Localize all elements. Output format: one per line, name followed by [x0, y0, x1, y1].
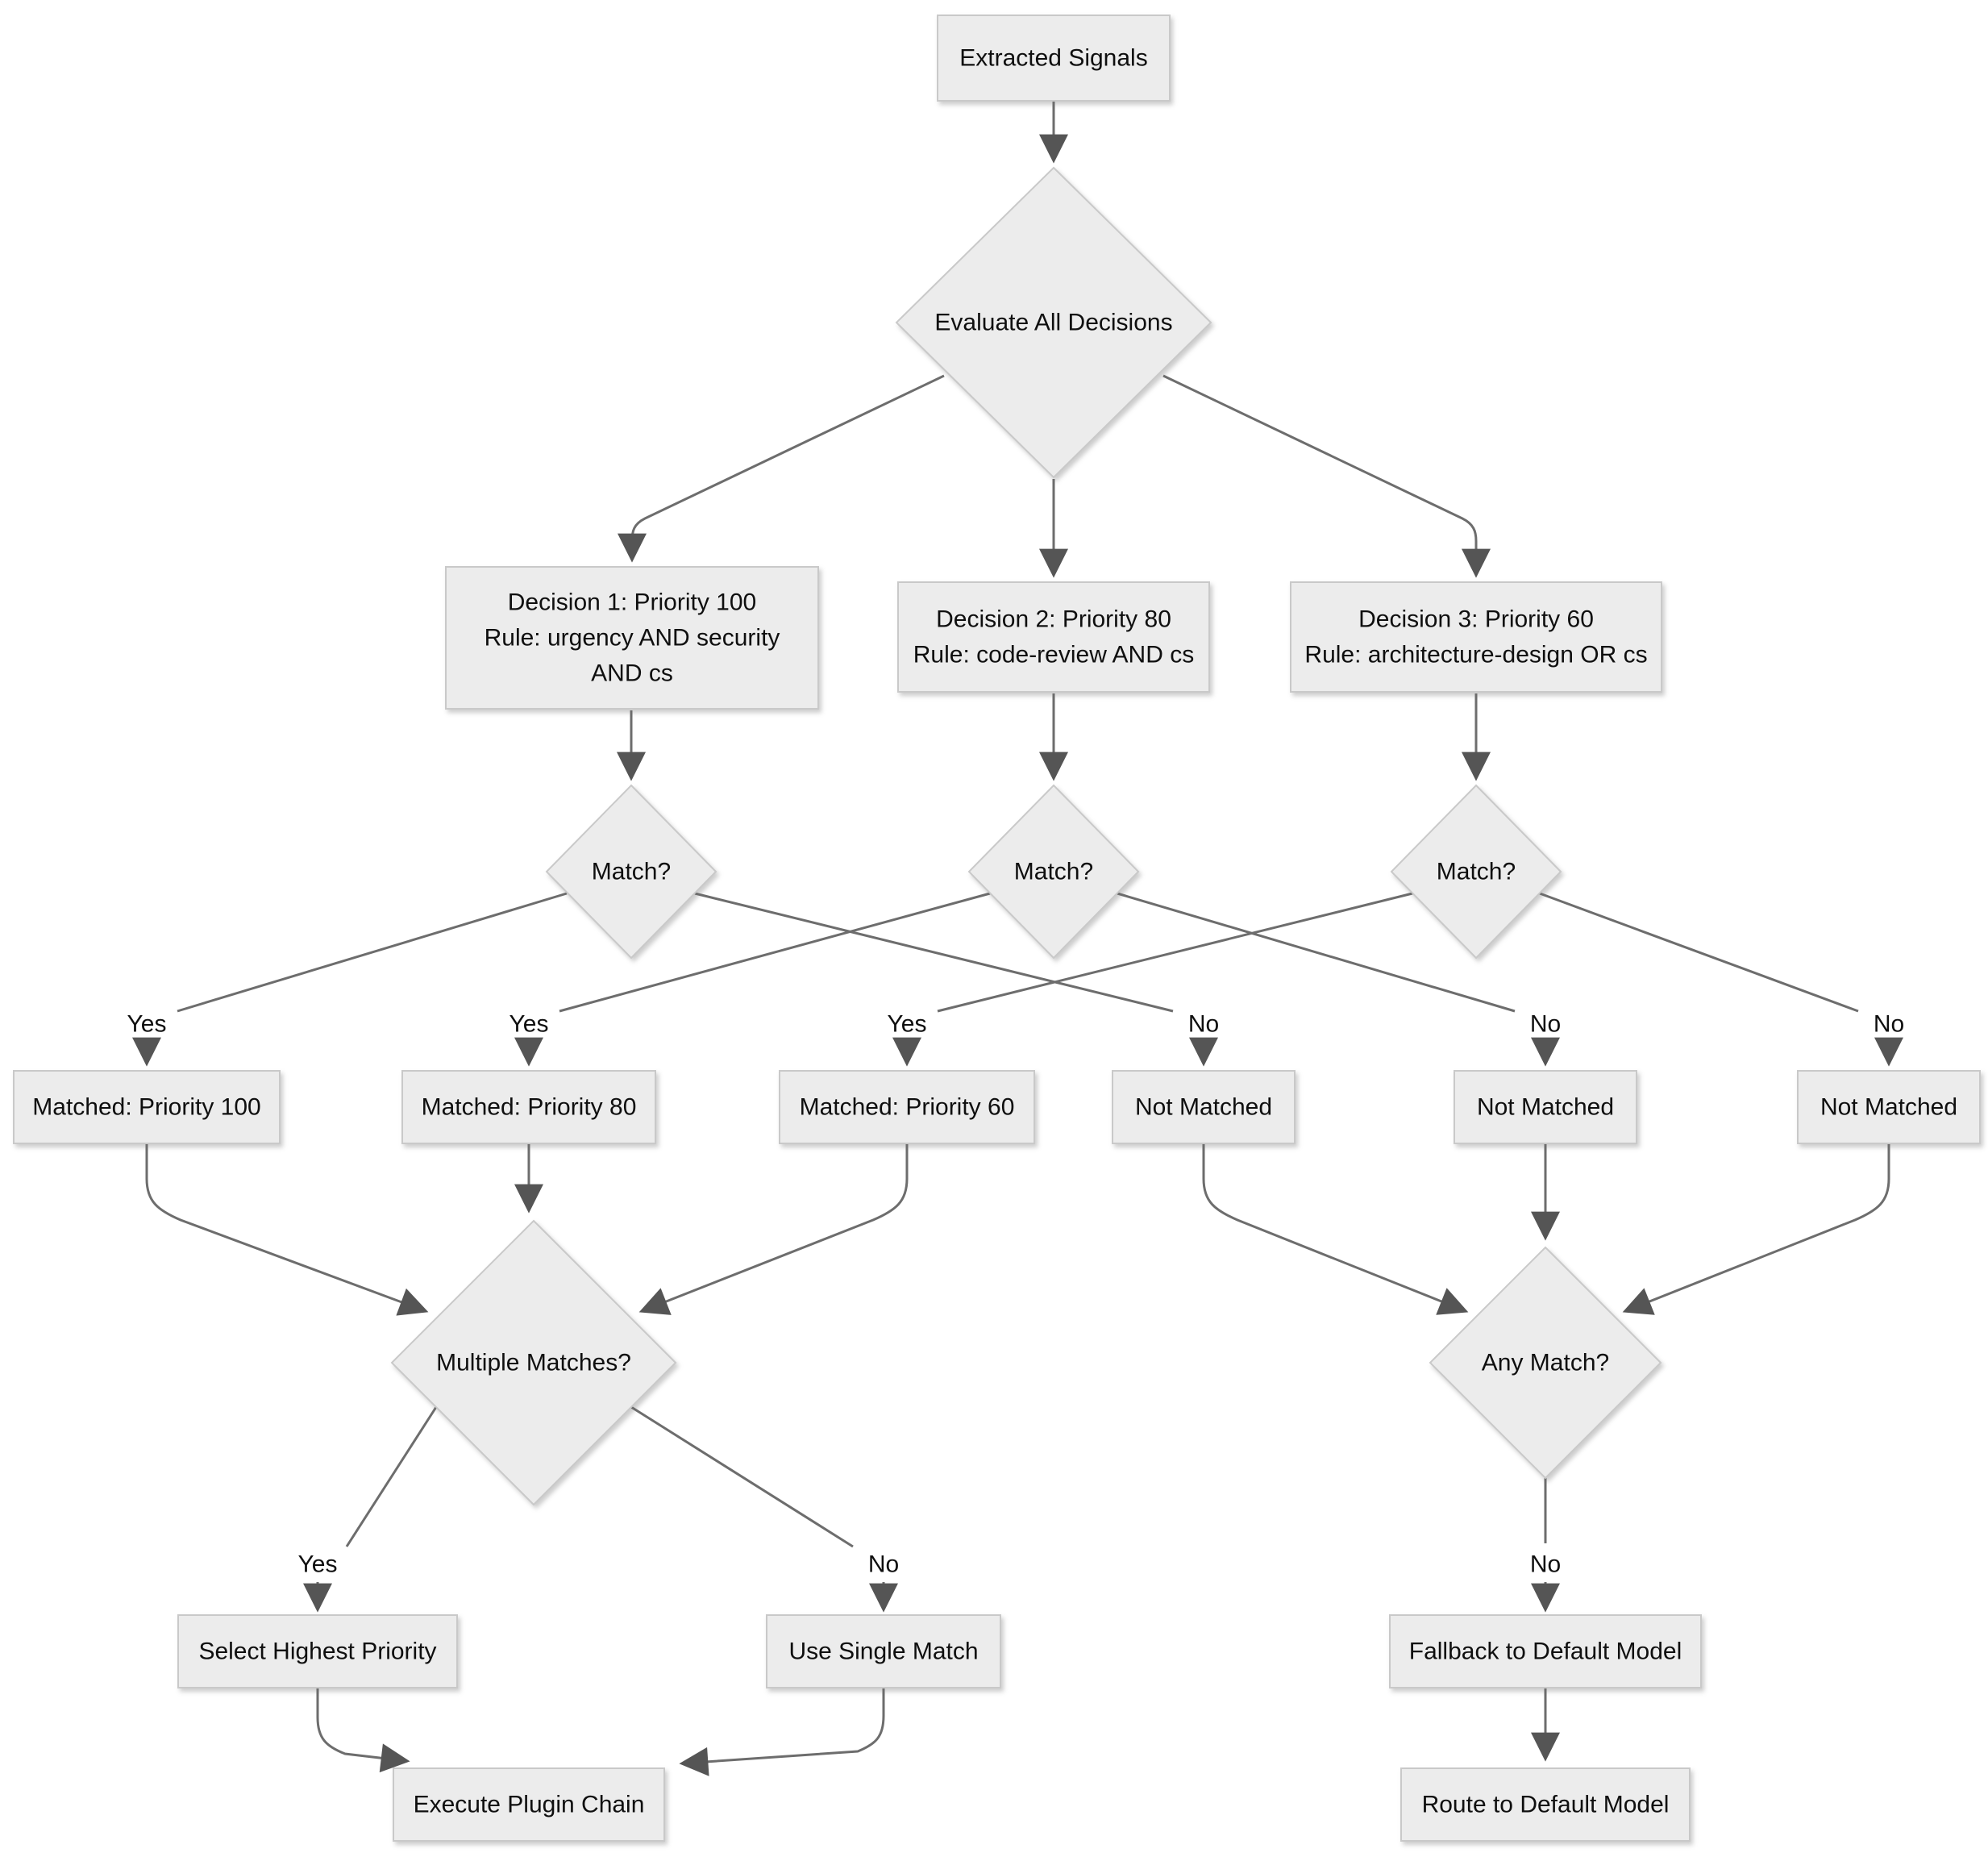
edge-label-match3-no: No	[1874, 1011, 1904, 1038]
node-not-matched-3: Not Matched	[1797, 1070, 1981, 1144]
node-decision1-line3: AND cs	[591, 660, 673, 687]
node-select-highest-priority: Select Highest Priority	[177, 1614, 458, 1688]
node-matched80-label: Matched: Priority 80	[422, 1094, 637, 1121]
node-anymatch-label: Any Match?	[1482, 1350, 1609, 1376]
node-decision1-line2: Rule: urgency AND security	[485, 625, 780, 652]
edge-multiple-yes-diagonal	[345, 1406, 438, 1547]
node-execute-plugin-chain: Execute Plugin Chain	[393, 1767, 665, 1842]
edge-label-match3-yes: Yes	[888, 1011, 927, 1038]
node-multiple-matches-decision: Multiple Matches?	[390, 1219, 677, 1506]
node-match3-label: Match?	[1437, 859, 1516, 885]
node-matched-priority-60: Matched: Priority 60	[779, 1070, 1035, 1144]
node-decision2-line2: Rule: code-review AND cs	[913, 642, 1194, 668]
edge-evaluate-to-decision3	[1162, 374, 1491, 578]
edge-label-match2-yes: Yes	[509, 1011, 549, 1038]
node-match2-label: Match?	[1014, 859, 1093, 885]
node-decision-3: Decision 3: Priority 60 Rule: architectu…	[1290, 581, 1662, 693]
node-notmatched3-label: Not Matched	[1820, 1094, 1957, 1121]
node-decision1-line1: Decision 1: Priority 100	[508, 589, 756, 616]
node-any-match-decision: Any Match?	[1429, 1246, 1662, 1480]
edge-label-match1-no: No	[1188, 1011, 1219, 1038]
node-match3-decision: Match?	[1390, 784, 1562, 960]
edge-label-multiple-no: No	[868, 1551, 899, 1578]
node-not-matched-2: Not Matched	[1454, 1070, 1637, 1144]
node-decision-2: Decision 2: Priority 80 Rule: code-revie…	[897, 581, 1210, 693]
edge-notmatched1-to-anymatch	[1202, 1143, 1469, 1315]
nodes: Extracted Signals Evaluate All Decisions…	[13, 15, 1981, 1842]
edge-label-any-no: No	[1530, 1551, 1561, 1578]
node-match1-label: Match?	[592, 859, 671, 885]
node-fallback-label: Fallback to Default Model	[1409, 1638, 1682, 1665]
edge-label-match1-yes: Yes	[127, 1011, 167, 1038]
edge-match2-no-diagonal	[1117, 892, 1516, 1013]
edge-match3-no-diagonal	[1539, 892, 1859, 1013]
node-matched100-label: Matched: Priority 100	[32, 1094, 260, 1121]
node-route-to-default-model: Route to Default Model	[1400, 1767, 1691, 1842]
node-route-label: Route to Default Model	[1422, 1792, 1670, 1818]
edge-label-multiple-yes: Yes	[298, 1551, 338, 1578]
edge-notmatched3-to-anymatch	[1622, 1143, 1890, 1315]
node-decision-1: Decision 1: Priority 100 Rule: urgency A…	[445, 566, 819, 710]
node-evaluate-all-decisions: Evaluate All Decisions	[895, 166, 1212, 479]
node-decision3-line1: Decision 3: Priority 60	[1358, 606, 1594, 633]
edge-multiple-no-diagonal	[630, 1405, 854, 1548]
node-evaluate-label: Evaluate All Decisions	[934, 310, 1172, 336]
edge-matched100-to-multiple	[145, 1143, 429, 1316]
node-multiple-label: Multiple Matches?	[436, 1350, 631, 1376]
edge-evaluate-to-decision1	[618, 374, 945, 563]
node-extracted-signals-label: Extracted Signals	[959, 45, 1147, 72]
edge-single-to-execute	[679, 1688, 885, 1776]
edge-labels: Yes Yes Yes No No No Yes No No	[127, 1011, 1905, 1578]
edges	[132, 101, 1903, 1776]
edge-matched60-to-multiple	[638, 1143, 909, 1315]
node-select-label: Select Highest Priority	[198, 1638, 436, 1665]
edge-match1-yes-diagonal	[177, 892, 568, 1013]
node-execute-label: Execute Plugin Chain	[414, 1792, 645, 1818]
edge-select-to-execute	[316, 1688, 410, 1773]
node-decision3-line2: Rule: architecture-design OR cs	[1304, 642, 1647, 668]
node-notmatched1-label: Not Matched	[1135, 1094, 1272, 1121]
edge-match3-yes-diagonal	[937, 892, 1413, 1013]
node-extracted-signals: Extracted Signals	[937, 15, 1171, 102]
node-decision2-line1: Decision 2: Priority 80	[936, 606, 1171, 633]
node-use-single-match: Use Single Match	[766, 1614, 1001, 1688]
node-matched-priority-80: Matched: Priority 80	[401, 1070, 656, 1144]
node-not-matched-1: Not Matched	[1112, 1070, 1296, 1144]
node-matched-priority-100: Matched: Priority 100	[13, 1070, 281, 1144]
node-matched60-label: Matched: Priority 60	[800, 1094, 1015, 1121]
node-match1-decision: Match?	[545, 784, 717, 960]
edge-match2-yes-diagonal	[559, 892, 991, 1013]
edge-label-match2-no: No	[1530, 1011, 1561, 1038]
edge-match1-no-diagonal	[694, 892, 1174, 1013]
node-single-label: Use Single Match	[788, 1638, 978, 1665]
node-notmatched2-label: Not Matched	[1477, 1094, 1614, 1121]
node-fallback-to-default-model: Fallback to Default Model	[1389, 1614, 1702, 1688]
node-match2-decision: Match?	[967, 784, 1140, 960]
